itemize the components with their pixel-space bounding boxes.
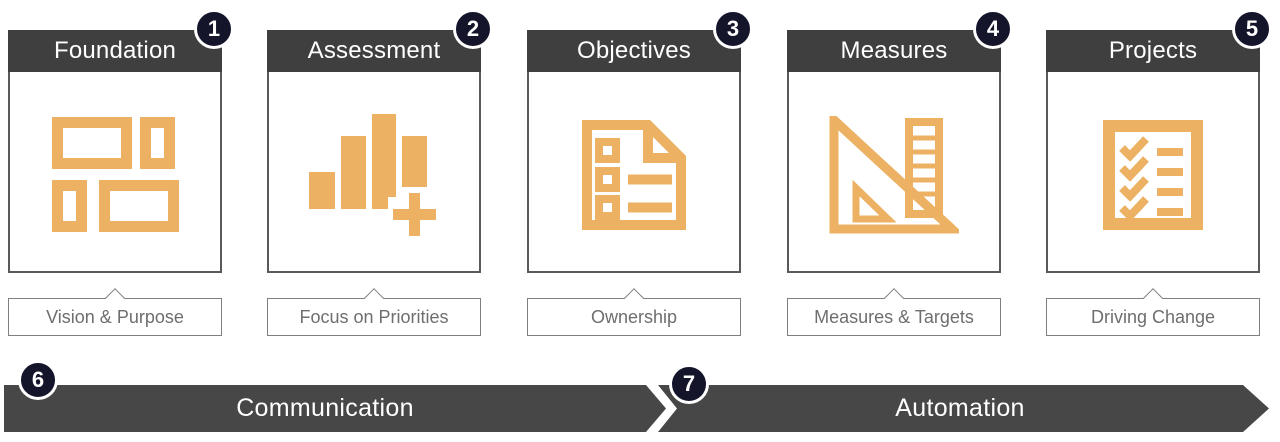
- stage-number-badge: 5: [1232, 9, 1272, 49]
- stage-body: [267, 72, 481, 273]
- stage-number-badge: 3: [713, 9, 753, 49]
- stage-body: [527, 72, 741, 273]
- stage-header: Objectives: [527, 30, 741, 72]
- caption-label: Measures & Targets: [814, 306, 974, 327]
- stage-number-badge: 4: [973, 9, 1013, 49]
- stage-header: Assessment: [267, 30, 481, 72]
- caption-box: Vision & Purpose: [8, 288, 222, 336]
- set-square-ruler-icon: [829, 115, 959, 233]
- stage-objectives: 3 Objectives: [527, 0, 753, 380]
- caption-box: Measures & Targets: [787, 288, 1001, 336]
- document-list-icon: [582, 119, 686, 230]
- caption-label: Focus on Priorities: [299, 306, 449, 327]
- layout-blocks-icon: [51, 117, 179, 232]
- checklist-icon: [1103, 119, 1203, 230]
- bar-chart-plus-icon: [309, 113, 436, 236]
- arrow-automation: Automation: [658, 385, 1269, 432]
- arrow-number-badge: 7: [669, 364, 709, 404]
- caption-label: Ownership: [590, 306, 678, 327]
- stage-title: Projects: [1108, 37, 1198, 64]
- caption-notch: [364, 288, 384, 308]
- stage-card: Measures: [787, 30, 1001, 273]
- stage-card: Assessment: [267, 30, 481, 273]
- stage-header: Measures: [787, 30, 1001, 72]
- stage-foundation: 1 Foundation Vision & Purpose: [8, 0, 234, 380]
- stage-projects: 5 Projects: [1046, 0, 1272, 380]
- stage-title: Assessment: [307, 37, 441, 64]
- stage-body: [787, 72, 1001, 273]
- stage-title: Foundation: [53, 37, 177, 64]
- caption-box: Focus on Priorities: [267, 288, 481, 336]
- stage-assessment: 2 Assessment Focus: [267, 0, 493, 380]
- caption-notch: [105, 288, 125, 308]
- stage-header: Foundation: [8, 30, 222, 72]
- stage-header: Projects: [1046, 30, 1260, 72]
- stage-number-badge: 2: [453, 9, 493, 49]
- stage-title: Objectives: [576, 37, 692, 64]
- caption-label: Driving Change: [1090, 306, 1216, 327]
- arrow-communication: Communication: [4, 385, 666, 432]
- stage-card: Foundation: [8, 30, 222, 273]
- stage-number-badge: 1: [194, 9, 234, 49]
- stage-measures: 4 Measures: [787, 0, 1013, 380]
- stage-body: [8, 72, 222, 273]
- caption-box: Driving Change: [1046, 288, 1260, 336]
- caption-label: Vision & Purpose: [46, 306, 184, 327]
- stage-title: Measures: [840, 37, 948, 64]
- caption-box: Ownership: [527, 288, 741, 336]
- caption-notch: [624, 288, 644, 308]
- stage-card: Objectives: [527, 30, 741, 273]
- stage-card: Projects: [1046, 30, 1260, 273]
- caption-notch: [1143, 288, 1163, 308]
- stage-body: [1046, 72, 1260, 273]
- arrow-label: Communication: [236, 394, 414, 422]
- arrow-number-badge: 6: [18, 360, 58, 400]
- caption-notch: [884, 288, 904, 308]
- arrow-label: Automation: [895, 394, 1025, 422]
